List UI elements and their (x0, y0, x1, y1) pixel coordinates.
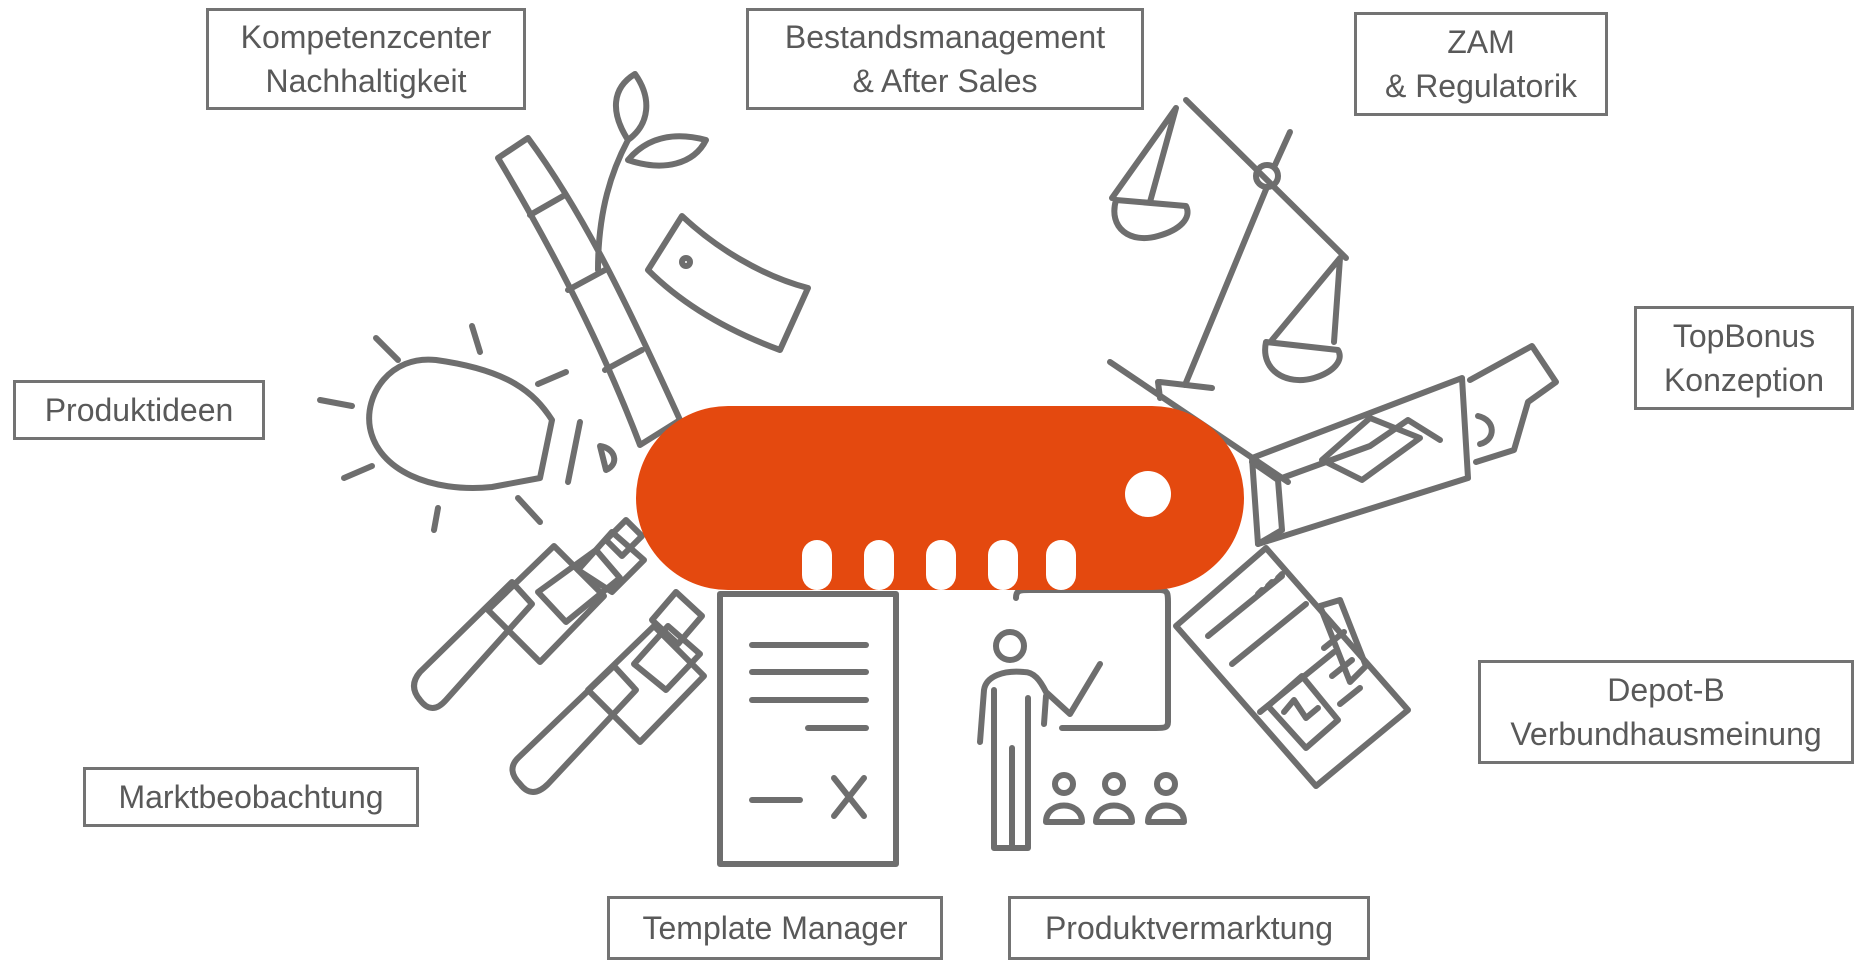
label-bestandsmanagement: Bestandsmanagement & After Sales (746, 8, 1144, 110)
price-tag-icon (645, 213, 811, 353)
binoculars-icon (411, 517, 707, 795)
knife-handle (636, 406, 1244, 590)
plant-icon (495, 71, 709, 448)
label-topbonus-konzeption: TopBonus Konzeption (1634, 306, 1854, 410)
label-template-manager: Template Manager (607, 896, 943, 960)
handle-notches (802, 540, 1076, 590)
document-icon (717, 591, 899, 867)
presentation-icon (977, 587, 1187, 851)
checklist-icon (1173, 545, 1411, 789)
label-zam-regulatorik: ZAM & Regulatorik (1354, 12, 1608, 116)
label-kompetenzcenter-nachhaltigkeit: Kompetenzcenter Nachhaltigkeit (206, 8, 526, 110)
label-depot-b-verbundhausmeinung: Depot-B Verbundhausmeinung (1478, 660, 1854, 764)
label-produktideen: Produktideen (13, 380, 265, 440)
light-bulb-icon (317, 323, 618, 533)
ticket-icon (1249, 343, 1559, 547)
label-produktvermarktung: Produktvermarktung (1008, 896, 1370, 960)
scales-icon (1107, 97, 1349, 485)
label-marktbeobachtung: Marktbeobachtung (83, 767, 419, 827)
